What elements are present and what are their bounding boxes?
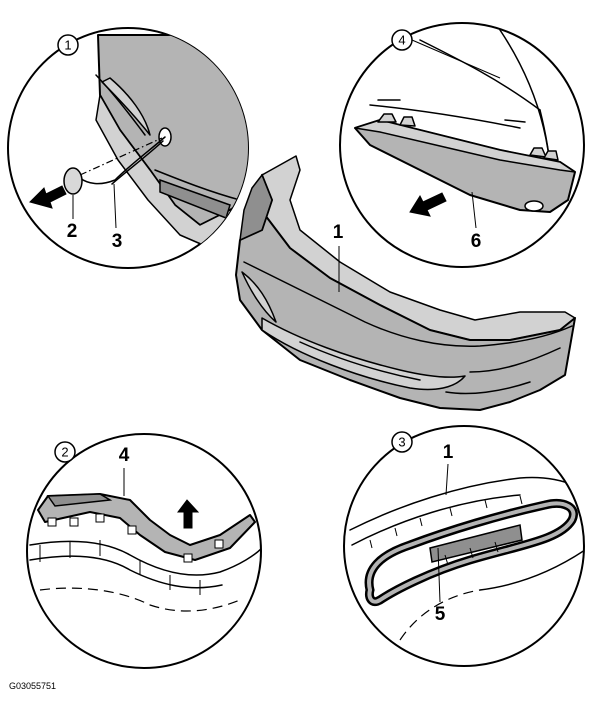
document-id: G03055751 — [9, 681, 56, 691]
detail-3-badge-label: 3 — [398, 435, 405, 450]
detail-4-badge-label: 4 — [398, 33, 405, 48]
detail-view-4 — [339, 22, 585, 268]
detail-2-frame — [26, 433, 262, 669]
callout-sealing-strip: 4 — [119, 445, 130, 466]
cover-cap — [63, 167, 83, 195]
callout-cover-cap: 2 — [67, 221, 78, 242]
lift-arrow-2 — [177, 499, 200, 529]
detail-2-badge-label: 2 — [61, 445, 68, 460]
callout-trim-strip: 6 — [471, 231, 482, 252]
detail-3-badge — [391, 431, 413, 453]
callout-seal: 5 — [435, 604, 446, 625]
detail-1-badge — [57, 34, 79, 56]
callout-bumper-detail-3: 1 — [443, 442, 454, 463]
callout-bumper-main: 1 — [333, 222, 344, 243]
front-bumper-main-illustration — [235, 155, 576, 411]
detail-view-2 — [26, 433, 262, 669]
detail-2-badge — [54, 441, 76, 463]
callout-tether: 3 — [112, 231, 123, 252]
detail-1-badge-label: 1 — [64, 38, 71, 53]
removal-arrow-4 — [409, 192, 447, 217]
removal-arrow-1 — [29, 185, 67, 209]
detail-view-3 — [343, 425, 585, 667]
detail-view-1 — [7, 27, 249, 269]
